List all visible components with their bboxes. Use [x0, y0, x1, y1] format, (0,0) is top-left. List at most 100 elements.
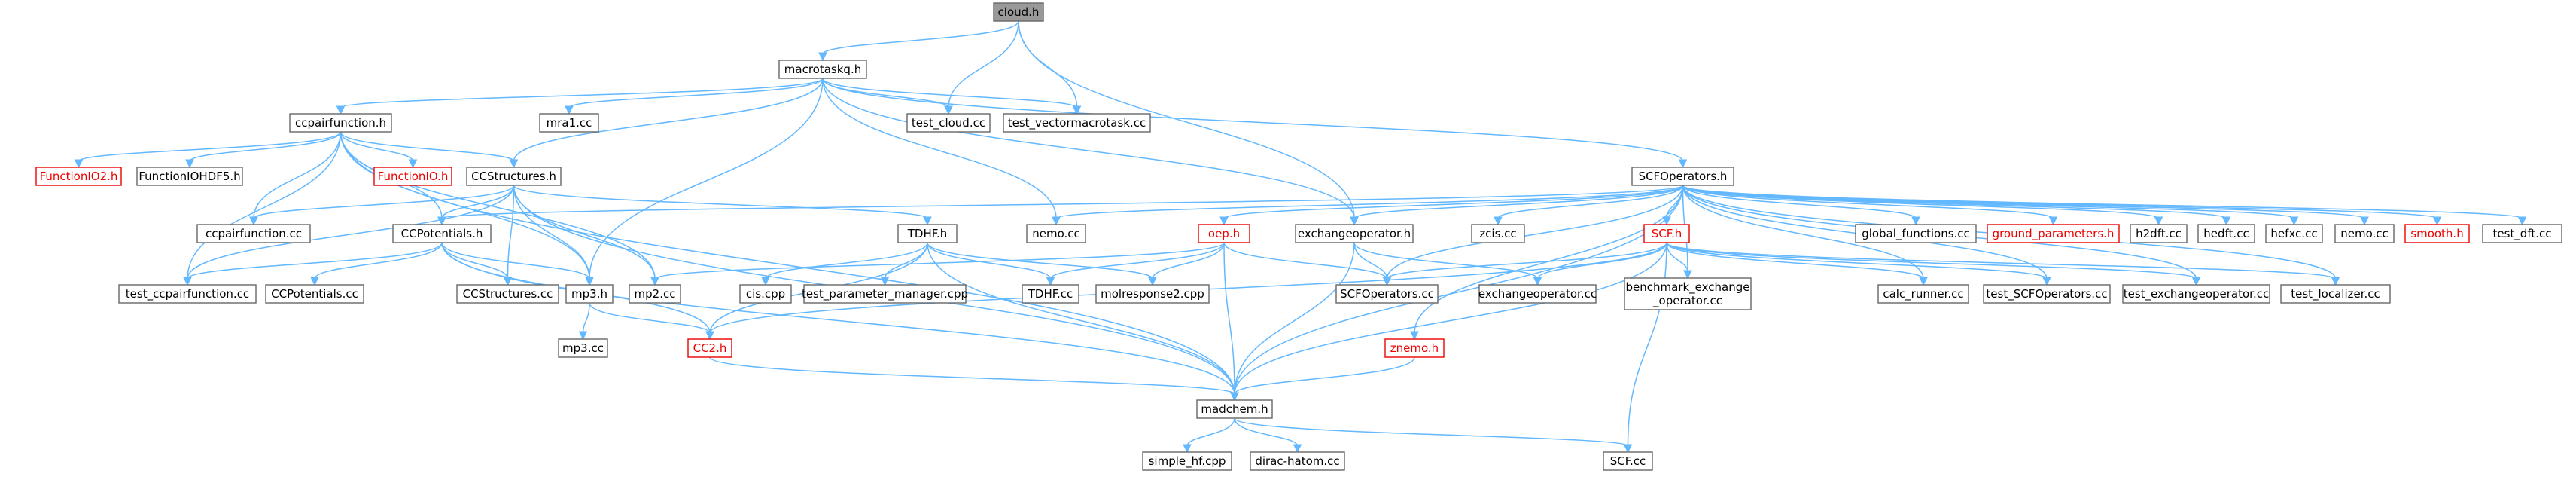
edge-ccpotentials_cc-includes-ccpotentials_h: [314, 242, 443, 280]
edge-calc_runner_cc-includes-scfoperators_h: [1682, 185, 1924, 280]
node-ccstructures-cc[interactable]: CCStructures.cc: [456, 284, 559, 304]
node-box: [1478, 284, 1597, 304]
node-test-vectormacrotask-cc[interactable]: test_vectormacrotask.cc: [1003, 113, 1151, 133]
node-scfoperators-h[interactable]: SCFOperators.h: [1631, 167, 1734, 186]
edge-ground_parameters_h-includes-scfoperators_h: [1682, 185, 2054, 219]
node-exchangeoperator-h[interactable]: exchangeoperator.h: [1295, 224, 1414, 243]
edge-madchem_h-includes-exchangeoperator_h: [1234, 242, 1355, 395]
edge-test_localizer_cc-includes-scf_h: [1666, 242, 2337, 280]
node-box: [1624, 277, 1752, 310]
node-test-scfoperators-cc[interactable]: test_SCFOperators.cc: [1983, 284, 2111, 304]
node-tdhf-h[interactable]: TDHF.h: [897, 224, 958, 243]
node-scf-cc[interactable]: SCF.cc: [1603, 451, 1653, 471]
arrowhead: [74, 159, 84, 169]
node-box: [1196, 399, 1273, 419]
node-box: [2280, 284, 2391, 304]
node-ccpotentials-h[interactable]: CCPotentials.h: [392, 224, 492, 243]
node-macrotaskq-h[interactable]: macrotaskq.h: [778, 60, 867, 79]
node-label: SCF.h: [1652, 227, 1682, 240]
edge-cc2_h-includes-mp3_h: [589, 302, 711, 334]
edge-madchem_h-includes-scf_h: [1234, 242, 1667, 395]
edge-cis_cpp-includes-tdhf_h: [765, 242, 928, 280]
node-ccpotentials-cc[interactable]: CCPotentials.cc: [265, 284, 364, 304]
node-calc-runner-cc[interactable]: calc_runner.cc: [1877, 284, 1969, 304]
arrowhead: [310, 277, 319, 286]
node-test-ccpairfunction-cc[interactable]: test_ccpairfunction.cc: [118, 284, 257, 304]
arrowhead: [1219, 216, 1229, 226]
node-smooth-h[interactable]: smooth.h: [2404, 224, 2470, 243]
node-test-dft-cc[interactable]: test_dft.cc: [2482, 224, 2562, 243]
node-global-functions-cc[interactable]: global_functions.cc: [1855, 224, 1977, 243]
node-test-cloud-cc[interactable]: test_cloud.cc: [906, 113, 991, 133]
node-mp3-cc[interactable]: mp3.cc: [558, 338, 608, 358]
node-oep-h[interactable]: oep.h: [1198, 224, 1250, 243]
arrowhead: [185, 159, 194, 169]
node-scf-h[interactable]: SCF.h: [1643, 224, 1690, 243]
arrowhead: [2048, 216, 2058, 226]
edge-scfoperators_h-includes-macrotaskq_h: [822, 78, 1684, 162]
node-scfoperators-cc[interactable]: SCFOperators.cc: [1335, 284, 1439, 304]
node-box: [1095, 284, 1210, 304]
node-zcis-cc[interactable]: zcis.cc: [1471, 224, 1525, 243]
node-molresponse2-cpp[interactable]: molresponse2.cpp: [1095, 284, 1210, 304]
node-functionio2-h[interactable]: FunctionIO2.h: [35, 167, 122, 186]
node-cis-cpp[interactable]: cis.cpp: [739, 284, 792, 304]
arrowhead: [1230, 392, 1239, 402]
node-test-parameter-manager-cpp[interactable]: test_parameter_manager.cpp: [802, 284, 968, 304]
node-simple-hf-cpp[interactable]: simple_hf.cpp: [1142, 451, 1232, 471]
node-ground-parameters-h[interactable]: ground_parameters.h: [1987, 224, 2120, 243]
node-nemo-cc-2[interactable]: nemo.cc: [2334, 224, 2395, 243]
arrowhead: [1533, 277, 1542, 286]
arrowhead: [1183, 444, 1192, 454]
node-label: CCPotentials.cc: [271, 287, 358, 301]
node-label: SCF.cc: [1610, 454, 1646, 468]
node-dirac-hatom-cc[interactable]: dirac-hatom.cc: [1250, 451, 1345, 471]
node-znemo-h[interactable]: znemo.h: [1384, 338, 1445, 358]
edge-ccpairfunction_cc-includes-ccstructures_h: [253, 185, 515, 219]
edge-ccpotentials_h-includes-scfoperators_h: [441, 185, 1684, 219]
arrowhead: [1148, 277, 1157, 286]
node-hefxc-cc[interactable]: hefxc.cc: [2265, 224, 2323, 243]
node-label: ccpairfunction.h: [295, 116, 386, 130]
node-benchmark-exchange[interactable]: benchmark_exchange_operator.cc: [1624, 277, 1752, 310]
arrowhead: [880, 277, 890, 286]
edge-benchmark_exchange-includes-scf_h: [1666, 242, 1688, 273]
node-mra1-cc[interactable]: mra1.cc: [539, 113, 599, 133]
node-ccpairfunction-cc[interactable]: ccpairfunction.cc: [196, 224, 311, 243]
edge-macrotaskq_h-includes-cloud_h: [822, 20, 1019, 55]
node-cc2-h[interactable]: CC2.h: [687, 338, 732, 358]
node-mp3-h[interactable]: mp3.h: [565, 284, 614, 304]
edge-exchangeoperator_cc-includes-exchangeoperator_h: [1353, 242, 1539, 280]
node-box: [1855, 224, 1977, 243]
node-h2dft-cc[interactable]: h2dft.cc: [2130, 224, 2188, 243]
node-test-exchangeoperator-cc[interactable]: test_exchangeoperator.cc: [2122, 284, 2270, 304]
node-label: h2dft.cc: [2136, 227, 2182, 240]
node-box: [1631, 167, 1734, 186]
node-label: FunctionIOHDF5.h: [139, 170, 240, 183]
edge-nemo_cc_1-includes-scfoperators_h: [1055, 185, 1684, 219]
edge-zcis_cc-includes-scfoperators_h: [1497, 185, 1684, 219]
node-label: test_exchangeoperator.cc: [2124, 287, 2269, 301]
node-exchangeoperator-cc[interactable]: exchangeoperator.cc: [1478, 284, 1597, 304]
edge-test_cloud_cc-includes-cloud_h: [948, 20, 1019, 109]
node-label: nemo.cc: [2340, 227, 2389, 240]
node-mp2-cc[interactable]: mp2.cc: [629, 284, 681, 304]
edge-tdhf_cc-includes-tdhf_h: [927, 242, 1052, 280]
node-cloud-h[interactable]: cloud.h: [993, 2, 1044, 22]
node-box: [906, 113, 991, 133]
node-ccpairfunction-h[interactable]: ccpairfunction.h: [289, 113, 392, 133]
edge-mp3_cc-includes-mp3_h: [582, 302, 590, 334]
node-functionio-h[interactable]: FunctionIO.h: [373, 167, 452, 186]
node-ccstructures-h[interactable]: CCStructures.h: [466, 167, 562, 186]
node-functionIOHDF5-h[interactable]: FunctionIOHDF5.h: [136, 167, 243, 186]
node-hedft-cc[interactable]: hedft.cc: [2197, 224, 2255, 243]
edge-dirac_hatom_cc-includes-madchem_h: [1234, 417, 1299, 447]
node-madchem-h[interactable]: madchem.h: [1196, 399, 1273, 419]
node-label: SCFOperators.cc: [1340, 287, 1434, 301]
node-box: [2197, 224, 2255, 243]
node-tdhf-cc[interactable]: TDHF.cc: [1022, 284, 1079, 304]
arrowhead: [1350, 216, 1359, 226]
node-nemo-cc-1[interactable]: nemo.cc: [1026, 224, 1086, 243]
node-test-localizer-cc[interactable]: test_localizer.cc: [2280, 284, 2391, 304]
arrowhead: [1072, 105, 1082, 115]
